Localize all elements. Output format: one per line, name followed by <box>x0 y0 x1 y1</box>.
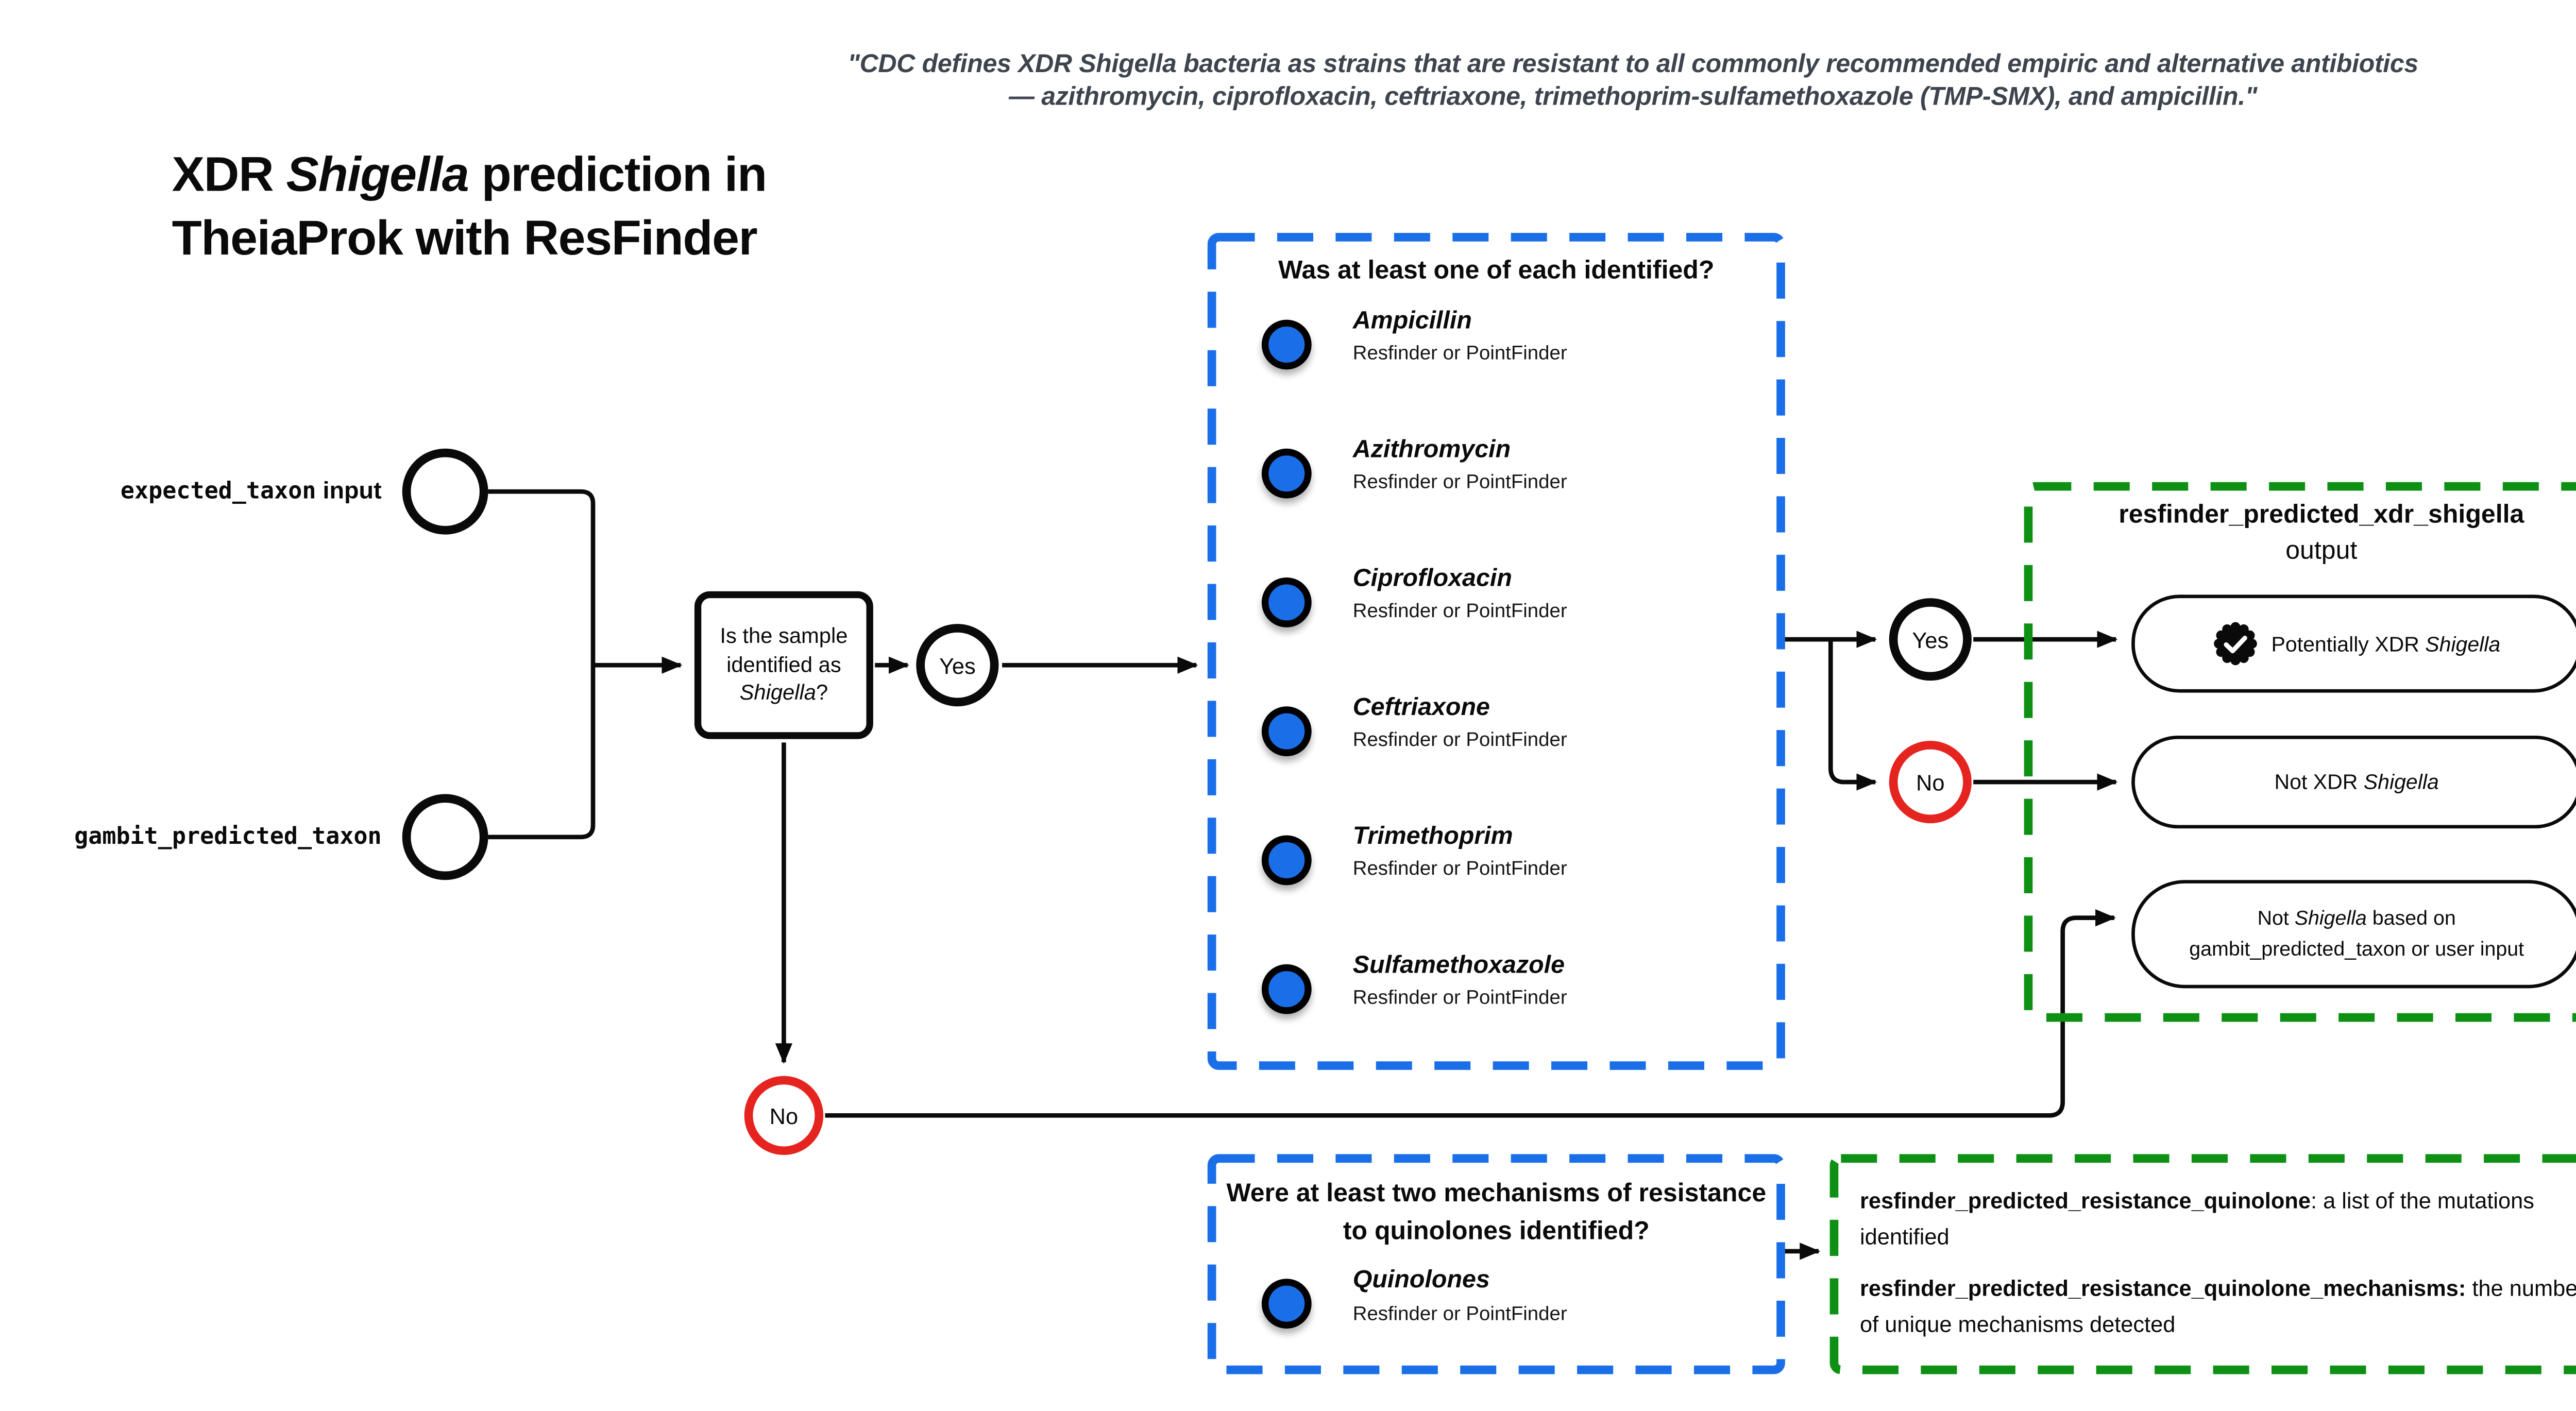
identified-no-label: No <box>1916 769 1945 795</box>
antibiotic-source: Resfinder or PointFinder <box>1352 601 1567 622</box>
identified-yes-label: Yes <box>1912 626 1949 653</box>
quinolones-node <box>1261 1279 1312 1329</box>
potentially-xdr-pill: Potentially XDR Shigella <box>2131 594 2576 693</box>
quinolones-name: Quinolones <box>1352 1266 1490 1295</box>
page-title-line2: TheiaProk with ResFinder <box>172 211 758 267</box>
decision-yes-node: Yes <box>916 624 999 707</box>
quinolone-output-entry: resfinder_predicted_resistance_quinolone… <box>1859 1187 2535 1250</box>
not-xdr-pill: Not XDR Shigella <box>2131 735 2576 829</box>
gambit-predicted-taxon-node <box>402 794 488 880</box>
trimethoprim-node <box>1261 835 1312 886</box>
page-title: XDR Shigella prediction in TheiaProk wit… <box>172 144 767 271</box>
decision-no-label: No <box>769 1102 799 1129</box>
quinolone-output-entry: resfinder_predicted_resistance_quinolone… <box>1859 1275 2576 1338</box>
decision-no-node: No <box>744 1076 824 1155</box>
antibiotic-name: Trimethoprim <box>1352 823 1513 851</box>
xdr-output-panel-border <box>2024 482 2576 1022</box>
gambit-predicted-taxon-label: gambit_predicted_taxon <box>74 823 382 851</box>
quinolone-output-panel-border <box>1829 1154 2576 1374</box>
page-title-line1: XDR Shigella prediction in <box>172 147 767 203</box>
antibiotic-source: Resfinder or PointFinder <box>1352 472 1567 494</box>
antibiotic-panel-border <box>1207 233 1785 1070</box>
antibiotic-source: Resfinder or PointFinder <box>1352 859 1567 880</box>
antibiotic-name: Sulfamethoxazole <box>1352 952 1565 980</box>
quinolone-output-text: resfinder_predicted_resistance_quinolone… <box>1860 1182 2576 1358</box>
xdr-output-panel-subtitle: output <box>2285 536 2358 566</box>
expected-taxon-label: expected_taxon input <box>120 476 382 505</box>
not-shigella-label: Not Shigella based on gambit_predicted_t… <box>2189 906 2524 960</box>
shigella-decision-box: Is the sample identified as Shigella? <box>694 591 873 739</box>
quinolones-source: Resfinder or PointFinder <box>1352 1304 1567 1325</box>
antibiotic-source: Resfinder or PointFinder <box>1352 988 1567 1009</box>
xdr-output-panel-title: resfinder_predicted_xdr_shigella <box>2119 500 2524 530</box>
sulfamethoxazole-node <box>1261 964 1312 1014</box>
cdc-definition-quote: "CDC defines XDR Shigella bacteria as st… <box>848 49 2418 112</box>
panel-branch-to-no2-arrow <box>1828 639 1877 791</box>
antibiotic-name: Ceftriaxone <box>1352 694 1490 722</box>
antibiotic-name: Ampicillin <box>1352 308 1472 335</box>
antibiotic-name: Ciprofloxacin <box>1352 565 1512 593</box>
verified-badge-icon <box>2214 622 2258 666</box>
no3-to-pill3-route <box>825 909 2116 1118</box>
potentially-xdr-label: Potentially XDR Shigella <box>2271 632 2501 656</box>
ceftriaxone-node <box>1261 706 1312 757</box>
not-shigella-pill: Not Shigella based on gambit_predicted_t… <box>2131 880 2576 989</box>
identified-no-node: No <box>1889 740 1972 824</box>
ampicillin-node <box>1261 319 1312 370</box>
expected-taxon-node <box>402 448 488 535</box>
antibiotic-source: Resfinder or PointFinder <box>1352 344 1567 365</box>
not-xdr-label: Not XDR Shigella <box>2274 770 2439 794</box>
quinolone-panel-border <box>1207 1154 1785 1374</box>
antibiotic-source: Resfinder or PointFinder <box>1352 730 1567 752</box>
input-merge-line <box>488 489 596 840</box>
ciprofloxacin-node <box>1261 577 1312 627</box>
antibiotic-name: Azithromycin <box>1352 436 1511 464</box>
quinolone-panel-question: Were at least two mechanisms of resistan… <box>1226 1179 1767 1246</box>
identified-yes-node: Yes <box>1889 598 1972 681</box>
antibiotic-panel-question: Was at least one of each identified? <box>1278 256 1715 285</box>
decision-yes-label: Yes <box>939 652 976 678</box>
azithromycin-node <box>1261 448 1312 499</box>
